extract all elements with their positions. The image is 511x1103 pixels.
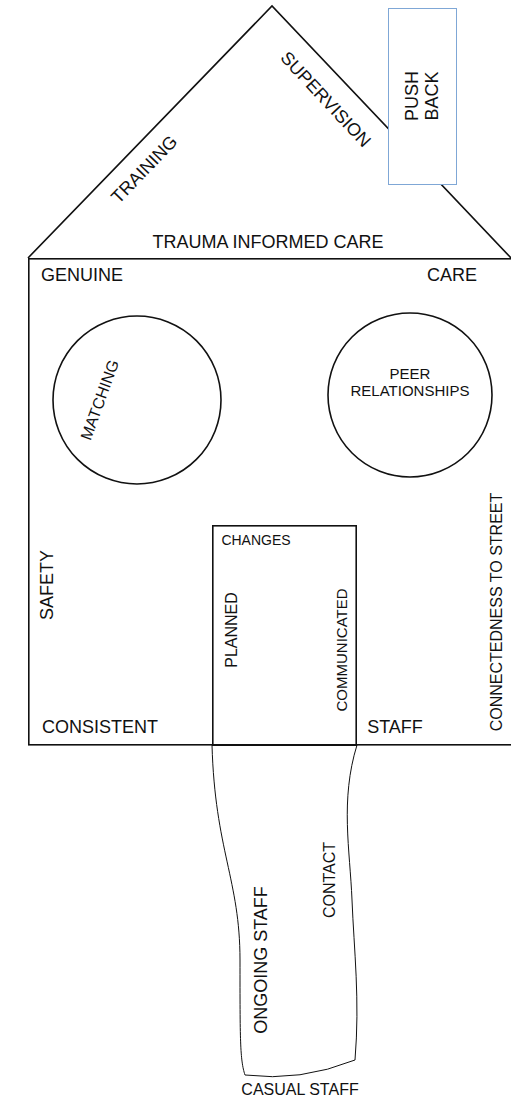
path-label: CONTACT [321, 842, 339, 918]
outline-stroke [29, 259, 511, 745]
door-box: CHANGES PLANNED COMMUNICATED [212, 525, 357, 746]
wall-label: STAFF [367, 718, 423, 738]
outline-stroke [389, 9, 457, 185]
path-label: ONGOING STAFF [252, 886, 272, 1034]
chimney-label: PUSH BACK [403, 46, 443, 146]
roof-base-label: TRAUMA INFORMED CARE [152, 233, 383, 253]
door-label: COMMUNICATED [334, 588, 351, 711]
door-label: PLANNED [223, 592, 241, 668]
window-label: MATCHING [77, 357, 122, 442]
window-label: PEER RELATIONSHIPS [340, 366, 480, 399]
window-circle: PEER RELATIONSHIPS [327, 312, 493, 478]
wall-label: CONNECTEDNESS TO STREET [488, 493, 506, 732]
roof-label: SUPERVISION [276, 48, 374, 151]
outline-stroke [28, 6, 511, 258]
window-circle: MATCHING [52, 315, 222, 485]
chimney-box: PUSH BACK [388, 8, 457, 185]
wall-label: SAFETY [38, 550, 58, 620]
outline-stroke [328, 313, 492, 477]
outline-stroke [53, 316, 221, 484]
wall-label: GENUINE [41, 266, 123, 286]
door-label: CHANGES [221, 533, 290, 548]
shape-outline [205, 744, 370, 1084]
wall-label: CONSISTENT [42, 718, 158, 738]
shape-outline [28, 258, 511, 746]
path-band: ONGOING STAFFCONTACTCASUAL STAFF [205, 744, 370, 1084]
shape-outline [52, 315, 222, 485]
outline-stroke [212, 745, 245, 1075]
outline-stroke [347, 745, 357, 1060]
outline-stroke [213, 526, 356, 745]
path-end-label: CASUAL STAFF [241, 1081, 358, 1099]
outline-stroke [245, 1060, 355, 1077]
house-body: GENUINE CARE SAFETY CONSISTENT STAFF CONNECTE… [28, 258, 511, 746]
roof-label: TRAINING [108, 132, 182, 208]
wall-label: CARE [427, 266, 477, 286]
